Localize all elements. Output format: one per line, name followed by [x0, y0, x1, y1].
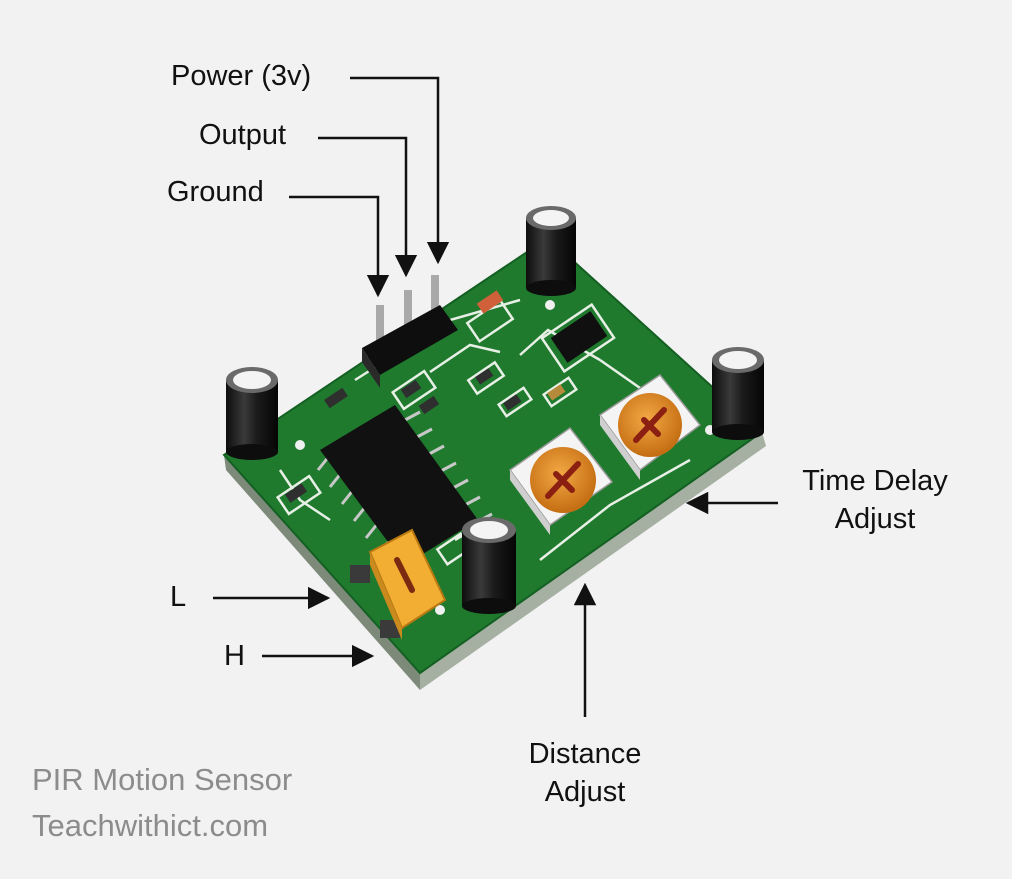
time-delay-label: Time Delay Adjust — [790, 463, 960, 538]
mount-hole — [435, 605, 445, 615]
low-trigger-label: L — [170, 581, 187, 613]
caption-title: PIR Motion Sensor — [32, 762, 293, 797]
time-delay-label-line1: Time Delay — [802, 465, 948, 497]
time-delay-label-line2: Adjust — [834, 502, 916, 535]
ground-arrow — [289, 195, 390, 298]
capacitor-left — [226, 367, 278, 460]
output-arrow — [318, 136, 418, 278]
mount-hole — [545, 300, 555, 310]
smd-components — [284, 290, 608, 503]
power-arrow — [350, 76, 450, 265]
capacitor-top — [526, 206, 576, 296]
pcb-edge-right — [420, 432, 766, 690]
time-delay-potentiometer — [598, 373, 702, 480]
pcb-board — [222, 236, 766, 690]
mount-hole — [295, 440, 305, 450]
pcb-edge — [224, 455, 420, 690]
ground-label: Ground — [167, 176, 264, 208]
caption-site: Teachwithict.com — [32, 808, 269, 843]
callout-arrows — [213, 76, 778, 717]
trigger-jumper — [350, 528, 447, 640]
header-pins — [362, 275, 458, 388]
output-label: Output — [199, 119, 287, 151]
distance-label-line2: Adjust — [544, 775, 626, 808]
distance-label: Distance Adjust — [505, 736, 665, 811]
distance-label-line1: Distance — [528, 738, 642, 770]
high-trigger-label: H — [224, 640, 245, 672]
capacitor-bottom — [462, 517, 516, 614]
capacitor-right — [712, 347, 764, 440]
distance-potentiometer — [508, 426, 614, 535]
power-label: Power (3v) — [171, 60, 312, 92]
